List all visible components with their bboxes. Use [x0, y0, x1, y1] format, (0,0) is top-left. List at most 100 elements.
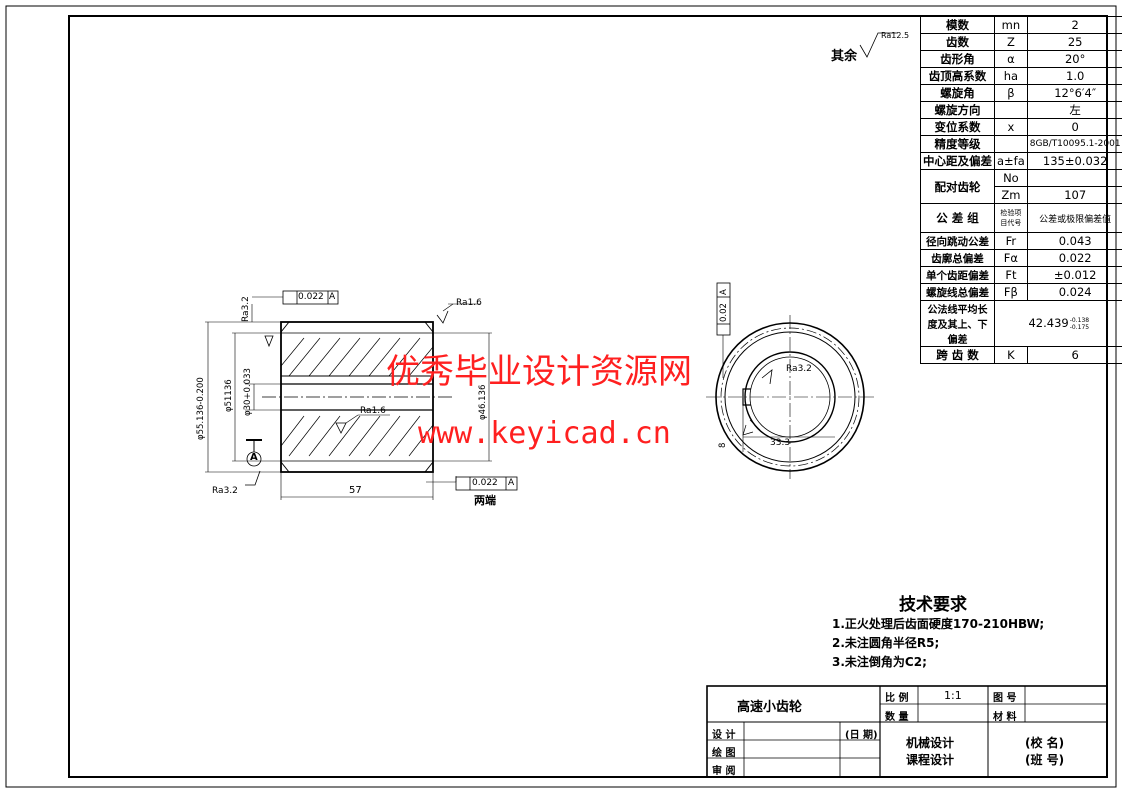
class-number: (班 号): [1025, 753, 1065, 767]
param-value: 0: [1026, 118, 1122, 136]
param-value: 135±0.032: [1026, 152, 1122, 170]
param-symbol: ha: [994, 67, 1028, 85]
param-value: 20°: [1026, 50, 1122, 68]
surface-note: 其余: [831, 49, 858, 64]
ra-label-keyway: Ra3.2: [786, 364, 812, 374]
design-label: 设 计: [712, 730, 736, 741]
bore-dim: φ30+0.033: [243, 368, 253, 416]
param-symbol: β: [994, 84, 1028, 102]
tech-req-item-1: 1.正火处理后齿面硬度170-210HBW;: [832, 617, 1045, 631]
param-symbol: mn: [994, 16, 1028, 34]
tol-symbol: Ft: [994, 266, 1028, 284]
param-row: 精度等级 8GB/T10095.1-2001: [920, 135, 1122, 153]
param-value: 1.0: [1026, 67, 1122, 85]
common-normal-value: 42.439: [1028, 316, 1069, 331]
scale-value: 1:1: [944, 689, 962, 702]
keyway-width-dim: 8: [718, 442, 728, 448]
datum-a-label: A: [250, 452, 258, 463]
outer-border: [5, 5, 1117, 788]
span-value: 6: [1026, 346, 1122, 364]
param-value: 25: [1026, 33, 1122, 51]
inner-frame: [68, 15, 1108, 778]
param-value: 左: [1026, 101, 1122, 119]
key-depth-dim: 33.3: [770, 438, 791, 448]
course-line-1: 机械设计: [906, 736, 955, 750]
mating-teeth-symbol: Zm: [994, 186, 1028, 204]
tol-value: 0.043: [1026, 232, 1122, 250]
common-normal-upper: -0.138: [1069, 316, 1090, 324]
tol-header-row: 公 差 组检验项目代号公差或极限偏差值: [920, 203, 1122, 233]
mating-no-value: [1026, 169, 1122, 187]
param-name: 变位系数: [920, 118, 995, 136]
mating-teeth-value: 107: [1026, 186, 1122, 204]
param-symbol: [994, 135, 1028, 153]
material-label: 材 料: [993, 712, 1017, 723]
param-name: 螺旋角: [920, 84, 995, 102]
param-name: 模数: [920, 16, 995, 34]
tol-name: 齿廓总偏差: [920, 249, 995, 267]
param-row: 螺旋方向 左: [920, 101, 1122, 119]
scale-label: 比 例: [885, 693, 909, 704]
param-value: 2: [1026, 16, 1122, 34]
tol-symbol: Fr: [994, 232, 1028, 250]
span-symbol: K: [994, 346, 1028, 364]
tol-value: 0.024: [1026, 283, 1122, 301]
ra-label-bottom: Ra3.2: [212, 486, 238, 496]
span-name: 跨 齿 数: [920, 346, 995, 364]
tol-col3-header: 公差或极限偏差值: [1026, 203, 1122, 233]
draw-label: 绘 图: [712, 748, 736, 759]
tol-name: 螺旋线总偏差: [920, 283, 995, 301]
tol-top-value: 0.022: [298, 292, 324, 302]
drawing-no-label: 图 号: [993, 693, 1017, 704]
tech-req-title: 技术要求: [899, 595, 967, 615]
param-symbol: x: [994, 118, 1028, 136]
ra-label-bore: Ra1.6: [360, 406, 386, 416]
roughness-other-icon: [859, 32, 898, 58]
tol-group-header: 公 差 组: [920, 203, 995, 233]
end-view: [706, 282, 874, 479]
param-symbol: α: [994, 50, 1028, 68]
both-ends-label: 两端: [474, 494, 496, 507]
tech-req-item-3: 3.未注倒角为C2;: [832, 655, 927, 669]
side-tol-value: 0.02: [719, 303, 729, 322]
common-normal-value-cell: 42.439-0.138-0.175: [994, 300, 1122, 347]
param-name: 精度等级: [920, 135, 995, 153]
part-name: 高速小齿轮: [737, 700, 803, 715]
ra-other: Ra12.5: [881, 31, 910, 40]
param-name: 齿顶高系数: [920, 67, 995, 85]
tol-bot-datum: A: [508, 478, 515, 488]
tol-name: 径向跳动公差: [920, 232, 995, 250]
param-name: 中心距及偏差: [920, 152, 995, 170]
d2-dim: φ51136: [224, 379, 234, 412]
watermark-line-1: 优秀毕业设计资源网: [386, 352, 692, 392]
ra-label-left: Ra3.2: [241, 296, 251, 322]
od-dim: φ55.136-0.200: [196, 377, 206, 440]
common-normal-name: 公法线平均长度及其上、下偏差: [920, 300, 995, 347]
title-block-grid: [706, 685, 1108, 778]
tol-name: 单个齿距偏差: [920, 266, 995, 284]
course-line-2: 课程设计: [906, 753, 955, 767]
param-value: 12°6′4″: [1026, 84, 1122, 102]
section-view: [205, 290, 518, 500]
param-name: 螺旋方向: [920, 101, 995, 119]
ra-label-top: Ra1.6: [456, 298, 482, 308]
side-tol-datum: A: [719, 289, 729, 295]
mating-label: 配对齿轮: [920, 169, 995, 204]
tech-req-item-2: 2.未注圆角半径R5;: [832, 636, 940, 650]
param-value: 8GB/T10095.1-2001: [1026, 135, 1122, 153]
tol-col2-header: 检验项目代号: [994, 203, 1028, 233]
param-name: 齿数: [920, 33, 995, 51]
